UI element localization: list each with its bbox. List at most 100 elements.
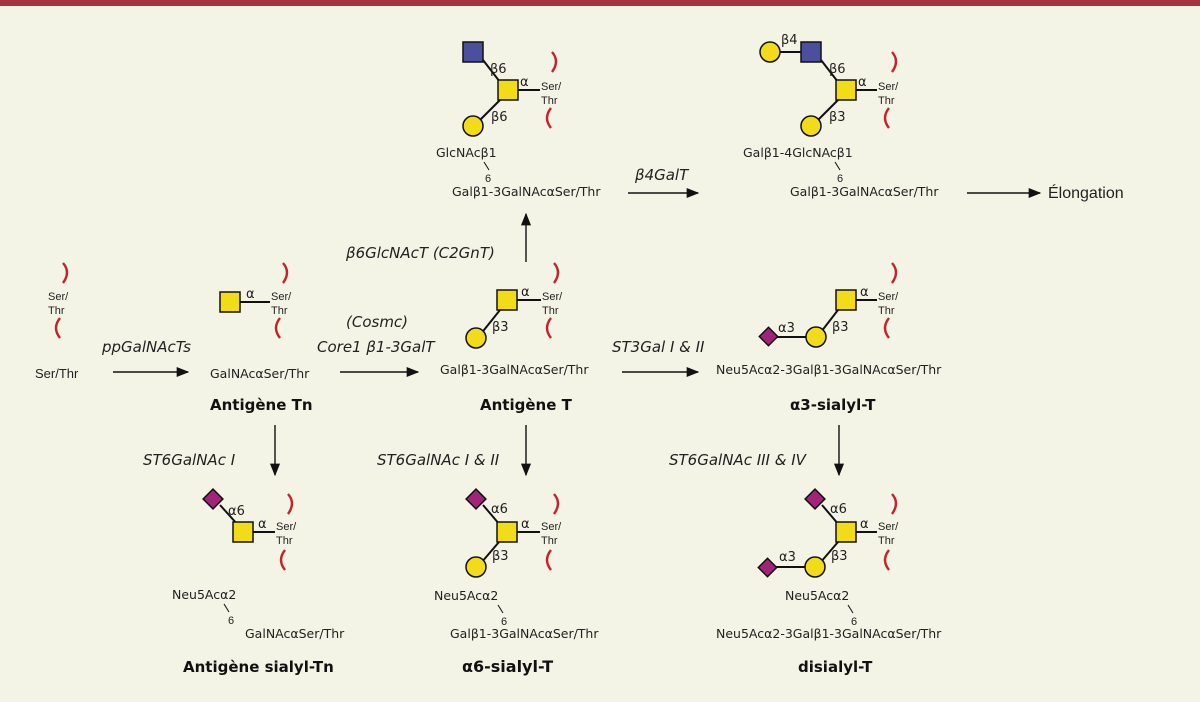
label-antigene-tn: Antigène Tn [210,396,313,414]
svg-text:α: α [521,285,530,300]
top-border [0,0,1200,6]
peptide-arc-top [553,493,560,515]
svg-text:Thr: Thr [541,535,558,547]
glcnac-square [462,41,484,63]
stn-top: Neu5Acα2 [172,587,236,602]
svg-text:β3: β3 [492,320,509,335]
peptide-arc-top [891,51,898,73]
label-a3-sialyl-t: α3-sialyl-T [790,396,876,414]
neu5ac-diamond [202,488,224,510]
gal-circle-2 [800,115,822,137]
svg-text:α3: α3 [779,550,796,565]
svg-text:6: 6 [228,615,234,627]
svg-text:Ser/: Ser/ [271,291,292,303]
svg-text:β6: β6 [491,110,508,125]
elongated-core2-structure: β4 β6 α β3 Ser/ Thr Galβ1-4GlcNAcβ1 6 Ga… [743,33,939,199]
svg-text:Ser/: Ser/ [276,521,297,533]
svg-text:α: α [860,517,869,532]
peptide-arc-top [553,262,560,284]
core2-top: GlcNAcβ1 [436,145,497,160]
core2-structure: β6 α β6 Ser/ Thr GlcNAcβ1 6 Galβ1-3GalNA… [436,41,601,199]
di-bottom: Neu5Acα2-3Galβ1-3GalNAcαSer/Thr [716,626,942,641]
svg-text:Ser/: Ser/ [878,521,899,533]
peptide-arc-bottom [274,317,281,339]
peptide-arc-bottom [545,317,552,339]
galnac-square [835,79,857,101]
svg-text:α: α [520,75,529,90]
svg-text:Ser/: Ser/ [541,521,562,533]
enzyme-st3gal: ST3Gal I & II [612,338,705,356]
peptide-arc-top [62,262,69,284]
svg-text:α: α [246,287,255,302]
svg-text:β6: β6 [829,62,846,77]
gal-circle [462,115,484,137]
t-formula: Galβ1-3GalNAcαSer/Thr [440,362,589,377]
gal-circle [805,326,827,348]
svg-text:Ser/: Ser/ [542,291,563,303]
gal-circle [465,327,487,349]
svg-text:Thr: Thr [542,305,559,317]
svg-text:Ser/: Ser/ [541,81,562,93]
enzyme-ppgalnacts: ppGalNAcTs [101,338,191,356]
tn-structure: α Ser/ Thr GalNAcαSer/Thr Antigène Tn [210,262,313,414]
svg-text:Thr: Thr [276,535,293,547]
galnac-square [835,521,857,543]
label-disialyl-t: disialyl-T [798,658,873,676]
galnac-square [496,521,518,543]
t-structure: α β3 Ser/ Thr Galβ1-3GalNAcαSer/Thr Anti… [440,262,589,414]
neu5ac-diamond [758,326,779,347]
svg-text:β3: β3 [832,320,849,335]
svg-text:Thr: Thr [541,95,558,107]
peptide-arc-bottom [545,107,552,129]
svg-text:Thr: Thr [271,305,288,317]
label-antigene-sialyl-tn: Antigène sialyl-Tn [183,658,334,676]
a3-structure: α β3 α3 Ser/ Thr Neu5Acα2-3Galβ1-3GalNAc… [716,262,942,414]
svg-text:Ser/: Ser/ [878,291,899,303]
thr-label: Thr [48,305,65,317]
svg-text:α6: α6 [228,504,245,519]
svg-text:α: α [258,517,267,532]
gal-circle [759,41,781,63]
svg-text:β3: β3 [831,549,848,564]
peptide-arc-top [287,493,294,515]
label-a6-sialyl-t: α6-sialyl-T [462,657,553,676]
svg-text:β3: β3 [492,549,509,564]
enzyme-b4galt: β4GalT [634,166,690,184]
galnac-square [219,291,241,313]
elong-bottom: Galβ1-3GalNAcαSer/Thr [790,184,939,199]
label-elongation: Élongation [1048,183,1124,202]
galnac-square [835,289,857,311]
svg-text:β3: β3 [829,110,846,125]
svg-text:α: α [860,285,869,300]
galnac-square [497,79,519,101]
enzyme-c2gnt: β6GlcNAcT (C2GnT) [345,244,495,262]
svg-text:Ser/: Ser/ [878,81,899,93]
svg-text:6: 6 [501,616,507,628]
label-antigene-t: Antigène T [480,396,573,414]
neu5ac-diamond [465,488,487,510]
tn-formula: GalNAcαSer/Thr [210,366,310,381]
neu5ac-diamond-1 [804,488,826,510]
svg-text:6: 6 [485,173,491,185]
serthr-text: Ser/Thr [35,366,79,381]
svg-text:Thr: Thr [878,535,895,547]
svg-text:6: 6 [837,173,843,185]
enzyme-cosmc: (Cosmc) [346,313,408,331]
enzyme-st6galnac-i: ST6GalNAc I [143,451,236,469]
peptide-arc-top [891,493,898,515]
stn-structure: α6 α Ser/ Thr Neu5Acα2 6 GalNAcαSer/Thr … [172,488,345,676]
peptide-arc-top [891,262,898,284]
disialyl-structure: α6 α β3 α3 Ser/ Thr Neu5Acα2 6 Neu5Acα2-… [716,488,942,676]
enzyme-st6galnac-i-ii: ST6GalNAc I & II [377,451,500,469]
peptide-arc-bottom [883,317,890,339]
a6-structure: α6 α β3 Ser/ Thr Neu5Acα2 6 Galβ1-3GalNA… [434,488,599,676]
enzyme-core1: Core1 β1-3GalT [317,338,436,356]
svg-text:Thr: Thr [878,95,895,107]
peptide-arc-bottom [883,549,890,571]
a6-bottom: Galβ1-3GalNAcαSer/Thr [450,626,599,641]
di-top: Neu5Acα2 [785,588,849,603]
peptide-arc-bottom [279,549,286,571]
peptide-arc-top [282,262,289,284]
